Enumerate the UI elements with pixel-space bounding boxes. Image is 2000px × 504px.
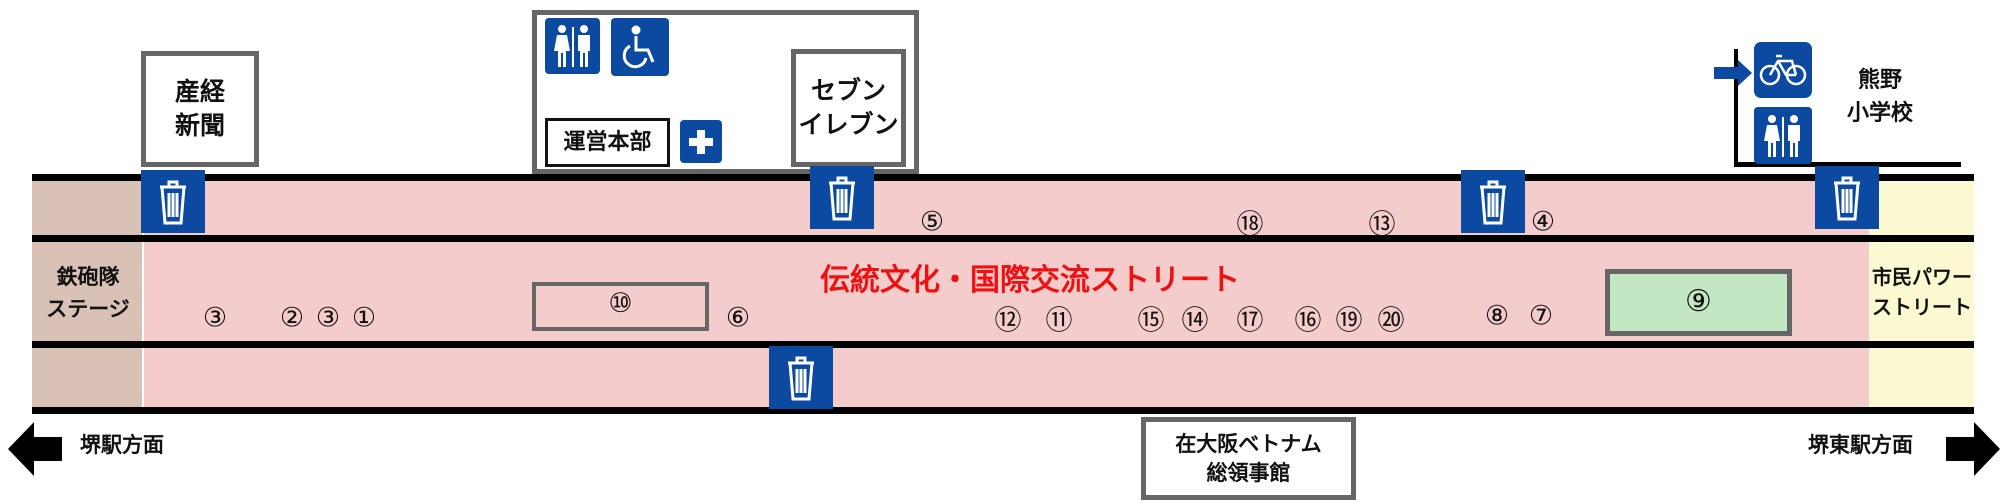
power-street-line: ストリート (1872, 295, 1972, 319)
booth-number: ⑭ (1181, 305, 1209, 337)
trash-icon (1815, 166, 1879, 229)
stage-label: 鉄砲隊ステージ (32, 262, 144, 325)
restroom-icon (545, 18, 600, 74)
school-line: 熊野 (1857, 68, 1902, 93)
sakaihigashi-station-direction: 堺東駅方面 (1808, 433, 1913, 457)
hq-label: 運営本部 (563, 129, 652, 155)
street-area (144, 177, 1869, 410)
road-line (32, 174, 1974, 181)
power-street-area (1869, 177, 1974, 410)
power-street-line: 市民パワー (1872, 265, 1972, 289)
booth-number: ⑳ (1377, 305, 1405, 337)
consulate-line: 総領事館 (1206, 460, 1291, 485)
school-line: 小学校 (1846, 101, 1913, 126)
booth-number: ⑤ (919, 206, 945, 238)
sankei-line: 新聞 (174, 111, 225, 140)
booth-number: ⑯ (1294, 305, 1322, 337)
trash-icon (769, 346, 833, 409)
booth-number: ⑬ (1368, 209, 1396, 241)
seven-eleven-box: セブンイレブン (791, 49, 906, 167)
booth-9: ⑨ (1605, 269, 1792, 336)
school-label: 熊野小学校 (1830, 64, 1930, 130)
school-boundary-line (1734, 162, 1961, 167)
stage-area (32, 177, 142, 410)
power-street-label: 市民パワーストリート (1866, 262, 1978, 322)
sakai-station-direction: 堺駅方面 (80, 433, 164, 457)
booth-number: ① (351, 302, 377, 334)
booth-number: ⑥ (725, 302, 751, 334)
vietnam-consulate-box: 在大阪ベトナム総領事館 (1141, 417, 1356, 500)
trash-icon (141, 170, 205, 233)
arrow-right-icon (1714, 60, 1752, 90)
road-line (32, 235, 1974, 242)
booth-number: ⑪ (1045, 305, 1073, 337)
booth-number: ⑧ (1484, 300, 1510, 332)
hq-box: 運営本部 (545, 118, 670, 167)
booth-number: ⑰ (1236, 305, 1264, 337)
seven-line: イレブン (798, 110, 899, 139)
booth-number: ⑮ (1137, 305, 1165, 337)
first-aid-icon (680, 120, 722, 163)
booth-number: ③ (315, 302, 341, 334)
consulate-line: 在大阪ベトナム (1175, 432, 1322, 457)
stage-label-line: ステージ (46, 296, 130, 321)
booth-9-number: ⑨ (1685, 284, 1712, 320)
restroom-icon (1754, 107, 1812, 164)
bicycle-parking-icon (1754, 42, 1812, 98)
school-boundary-line (1734, 49, 1738, 167)
booth-number: ⑫ (994, 305, 1022, 337)
arrow-right-icon[interactable] (1946, 422, 2000, 480)
booth-number: ④ (1530, 206, 1556, 238)
booth-10: ⑩ (532, 282, 709, 331)
booth-number: ⑲ (1335, 305, 1363, 337)
wheelchair-icon (611, 18, 669, 76)
arrow-left-icon[interactable] (8, 422, 62, 480)
booth-10-number: ⑩ (608, 288, 633, 319)
trash-icon (810, 166, 874, 229)
sankei-line: 産経 (174, 77, 225, 107)
trash-icon (1461, 170, 1525, 233)
booth-number: ⑱ (1236, 209, 1264, 241)
booth-number: ⑦ (1528, 300, 1554, 332)
booth-number: ② (279, 302, 305, 334)
road-line (32, 407, 1974, 414)
sankei-shimbun-box: 産経新聞 (141, 51, 259, 167)
road-line (32, 341, 1974, 348)
street-title: 伝統文化・国際交流ストリート (820, 263, 1240, 298)
seven-line: セブン (810, 76, 886, 106)
booth-number: ③ (202, 302, 228, 334)
stage-label-line: 鉄砲隊 (56, 265, 120, 289)
